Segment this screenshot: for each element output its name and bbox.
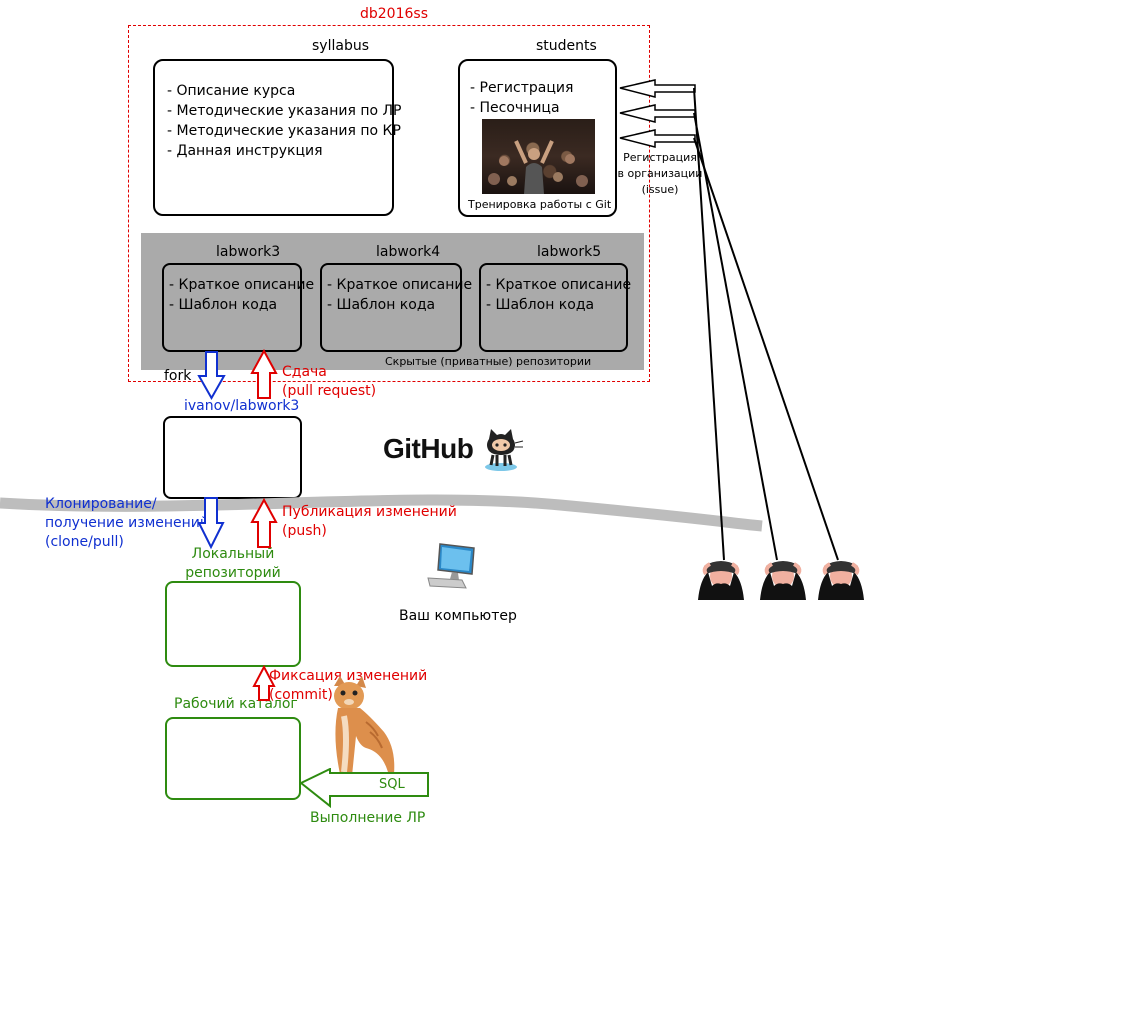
push-arrow	[250, 497, 278, 548]
fork-repo-box	[163, 416, 302, 499]
student-figure-icon	[818, 561, 864, 600]
labwork-item: - Шаблон кода	[486, 297, 595, 313]
org-frame	[128, 25, 650, 382]
push-label: Публикация изменений (push)	[282, 504, 457, 539]
students-item: - Регистрация	[470, 80, 574, 96]
sql-arrow	[299, 768, 429, 809]
labwork4-box: - Краткое описание - Шаблон кода	[320, 263, 472, 352]
students-item: - Песочница	[470, 100, 560, 116]
labwork5-box: - Краткое описание - Шаблон кода	[479, 263, 632, 352]
github-logo-text: GitHub	[383, 433, 474, 464]
labwork-title: labwork3	[216, 244, 281, 260]
labwork-item: - Краткое описание	[327, 277, 473, 293]
labwork-title: labwork4	[376, 244, 441, 260]
registration-note: Регистрация в организации (issue)	[617, 151, 703, 196]
org-name: db2016ss	[360, 6, 428, 22]
computer-icon	[427, 543, 475, 589]
labwork3-box: - Краткое описание - Шаблон кода	[162, 263, 314, 352]
student-figure-icon	[760, 561, 806, 600]
workdir-box	[165, 717, 301, 800]
sql-label: SQL	[379, 777, 405, 792]
syllabus-title: syllabus	[312, 38, 369, 54]
commit-label: Фиксация изменений (commit)	[269, 668, 428, 703]
syllabus-item: - Методические указания по ЛР	[167, 103, 402, 119]
labwork-title: labwork5	[537, 244, 602, 260]
student-figure-icon	[698, 561, 744, 600]
crowd-photo	[482, 119, 595, 194]
local-repo-box	[165, 581, 301, 667]
labwork-exec-label: Выполнение ЛР	[310, 810, 426, 826]
clone-label: Клонирование/ получение изменений (clone…	[45, 496, 209, 550]
syllabus-item: - Методические указания по КР	[167, 123, 401, 139]
students-caption: Тренировка работы с Git	[468, 198, 612, 211]
computer-label: Ваш компьютер	[399, 608, 517, 624]
labwork-item: - Краткое описание	[169, 277, 315, 293]
students-box: - Регистрация - Песочница Тренировка раб…	[458, 59, 617, 217]
labwork-item: - Шаблон кода	[169, 297, 278, 313]
students-title: students	[536, 38, 597, 54]
syllabus-box: - Описание курса - Методические указания…	[153, 59, 402, 216]
cat-image	[334, 676, 395, 776]
labwork-item: - Шаблон кода	[327, 297, 436, 313]
hidden-repos-label: Скрытые (приватные) репозитории	[385, 355, 592, 368]
workdir-label: Рабочий каталог	[174, 696, 298, 712]
submit-label: Сдача (pull request)	[282, 364, 377, 399]
octocat-icon	[485, 429, 524, 471]
syllabus-item: - Описание курса	[167, 83, 296, 99]
syllabus-item: - Данная инструкция	[167, 143, 323, 159]
fork-repo-label: ivanov/labwork3	[184, 398, 300, 414]
fork-label: fork	[164, 368, 192, 384]
github-logo: GitHub	[383, 425, 533, 475]
labwork-item: - Краткое описание	[486, 277, 632, 293]
